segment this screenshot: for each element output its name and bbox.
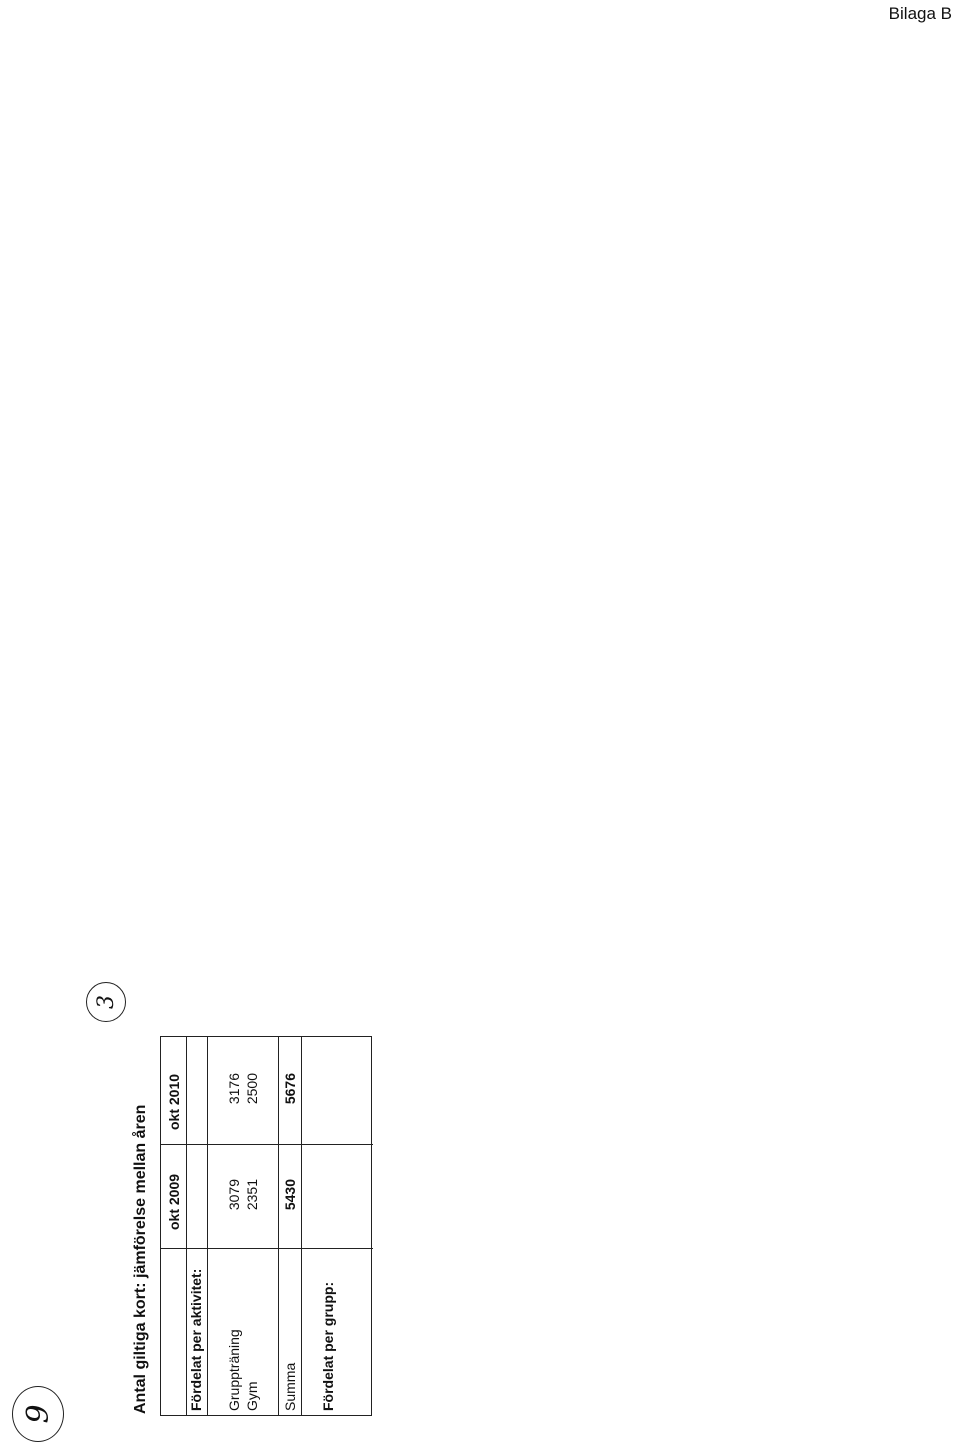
aktivitet-row-2010: 3176 — [226, 1073, 242, 1105]
summa-rule-bottom — [301, 1037, 302, 1415]
aktivitet-summa-2010: 5676 — [282, 1073, 298, 1105]
aktivitet-summa-label: Summa — [282, 1362, 298, 1411]
aktivitet-heading: Fördelat per aktivitet: — [188, 1268, 204, 1411]
col-header-2009: okt 2009 — [166, 1173, 182, 1230]
aktivitet-row-2009: 2351 — [244, 1179, 260, 1211]
page-number-text: 9 — [20, 1404, 56, 1424]
cards-table-continued — [372, 1036, 572, 1416]
aktivitet-row-2009: 3079 — [226, 1179, 242, 1211]
attachment-label: Bilaga B — [888, 4, 952, 23]
aktivitet-summa-2009: 5430 — [282, 1179, 298, 1211]
cards-table: okt 2009 okt 2010 Fördelat per aktivitet… — [160, 1036, 373, 1416]
col-divider-1 — [161, 1248, 373, 1249]
aktivitet-rule — [207, 1037, 208, 1415]
aktivitet-row-label: Gruppträning — [226, 1329, 242, 1411]
aktivitet-row-label: Gym — [244, 1381, 260, 1411]
cards-title: Antal giltiga kort: jämförelse mellan år… — [132, 1104, 149, 1414]
summa-rule — [278, 1037, 279, 1415]
aktivitet-row-2010: 2500 — [244, 1073, 260, 1105]
section-3-annotation: 3 — [86, 982, 126, 1022]
section-3-text: 3 — [93, 995, 119, 1009]
grupp-heading: Fördelat per grupp: — [320, 1281, 336, 1411]
col-header-2010: okt 2010 — [166, 1073, 182, 1130]
page-number-annotation: 9 — [12, 1386, 64, 1442]
col-divider-2 — [161, 1144, 373, 1145]
